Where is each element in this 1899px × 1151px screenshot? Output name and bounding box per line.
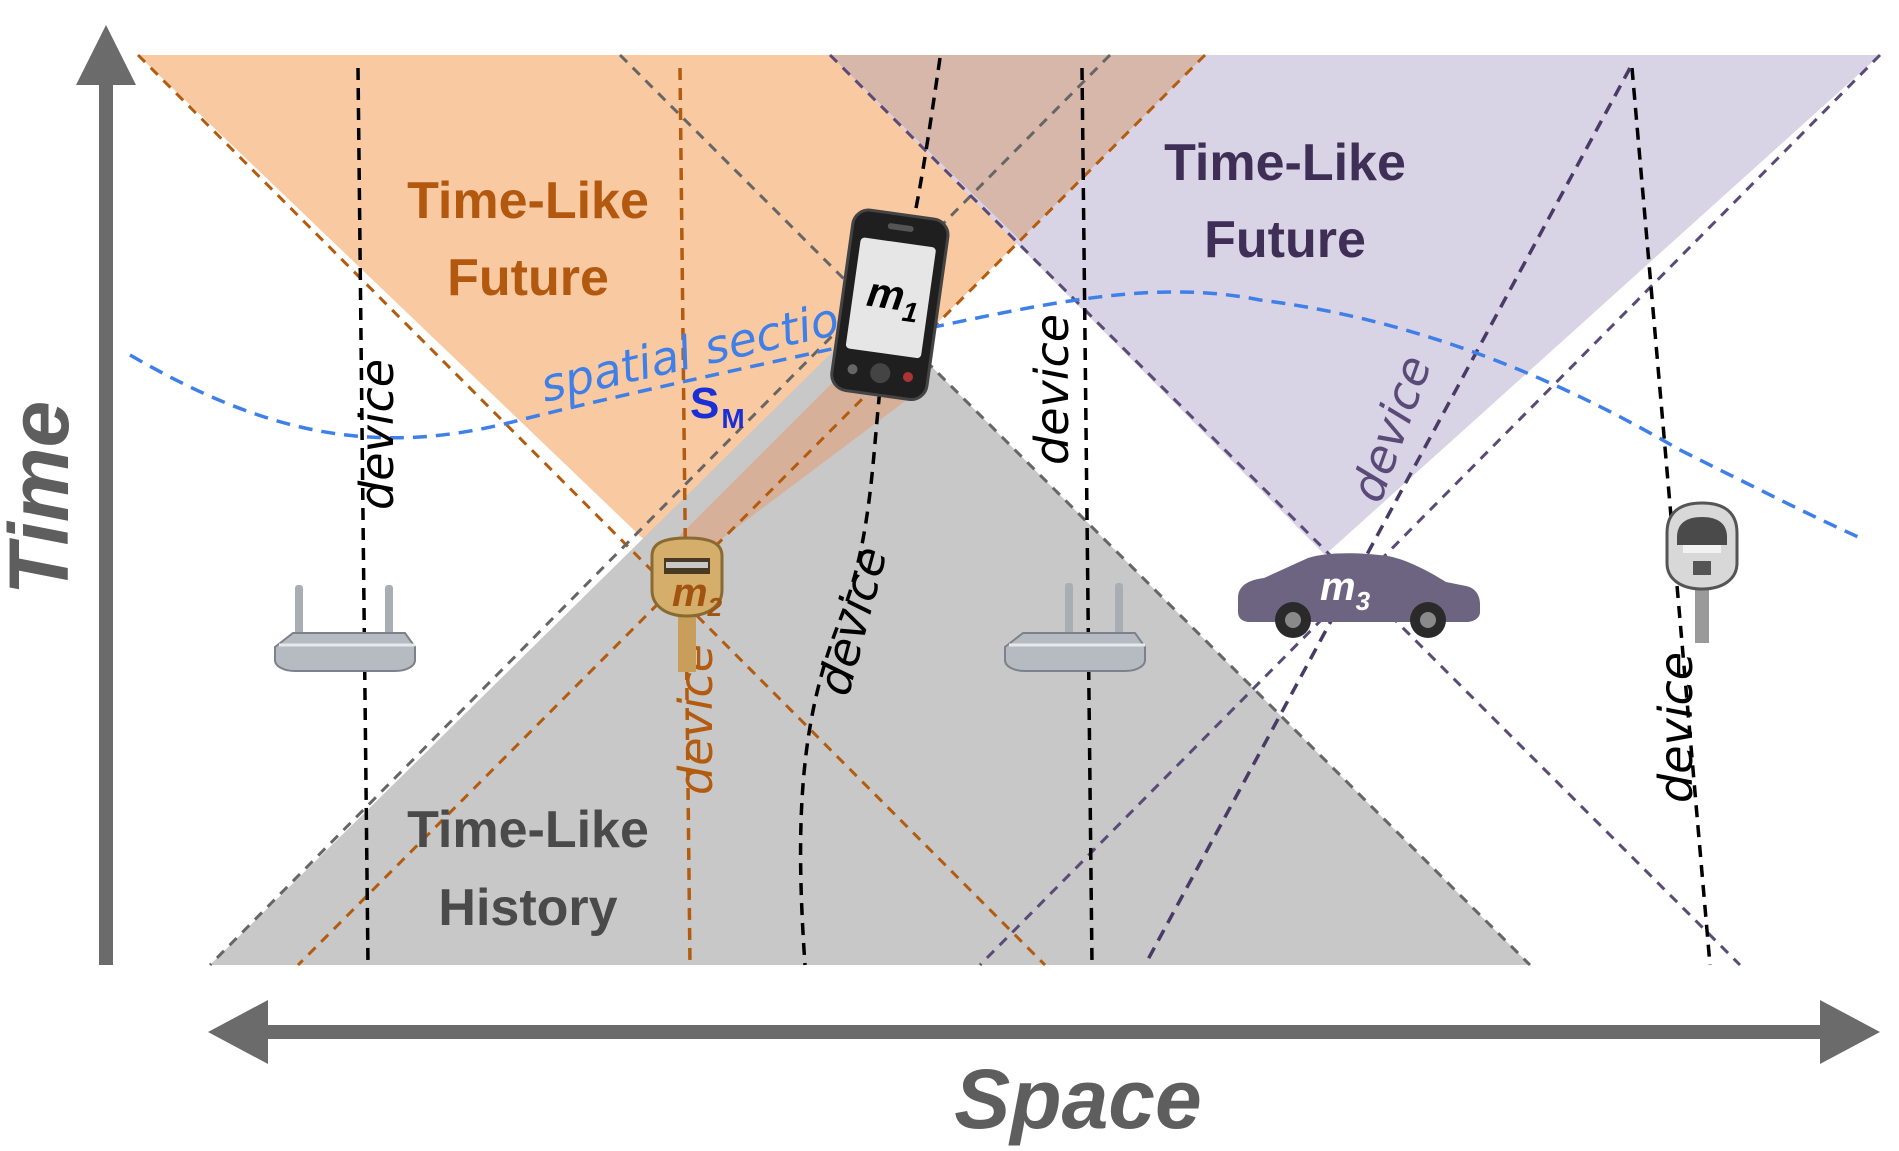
region-m2-history-title: Time-Like History	[407, 801, 649, 937]
region-m2-history-fill	[210, 310, 1530, 965]
sensor-post-icon: m2	[650, 536, 724, 672]
svg-text:History: History	[438, 879, 617, 937]
space-axis: Space	[208, 1000, 1880, 1146]
svg-text:Future: Future	[447, 249, 609, 307]
time-axis-label: Time	[0, 401, 86, 596]
time-axis: Time	[0, 25, 136, 965]
device-label: device	[350, 359, 404, 510]
parking-meter-icon	[1665, 501, 1739, 643]
svg-text:m3: m3	[1320, 565, 1371, 616]
device-label: device	[1649, 652, 1703, 803]
car-icon: m3	[1238, 553, 1480, 638]
svg-text:Time-Like: Time-Like	[1164, 134, 1406, 192]
region-history-future-overlap-fill	[660, 340, 920, 570]
svg-text:m2: m2	[672, 571, 723, 622]
spatial-section-curve	[129, 290, 1866, 542]
svg-text:m1: m1	[863, 268, 923, 329]
region-m1-future-title: Time-Like Future	[407, 172, 649, 307]
spatial-section-symbol: SM	[690, 379, 745, 434]
svg-text:Future: Future	[1204, 211, 1366, 269]
space-axis-label: Space	[954, 1052, 1202, 1146]
svg-text:Time-Like: Time-Like	[407, 172, 649, 230]
region-m3-future-fill	[830, 55, 1880, 555]
router-icon	[274, 585, 416, 672]
region-m1-future-fill	[138, 55, 1205, 555]
region-m3-future-title: Time-Like Future	[1164, 134, 1406, 269]
device-label: device	[1025, 314, 1079, 465]
smartphone-icon: m1	[830, 208, 950, 402]
router-icon	[1004, 583, 1146, 672]
cone-boundaries	[136, 53, 1882, 967]
svg-text:Time-Like: Time-Like	[407, 801, 649, 859]
